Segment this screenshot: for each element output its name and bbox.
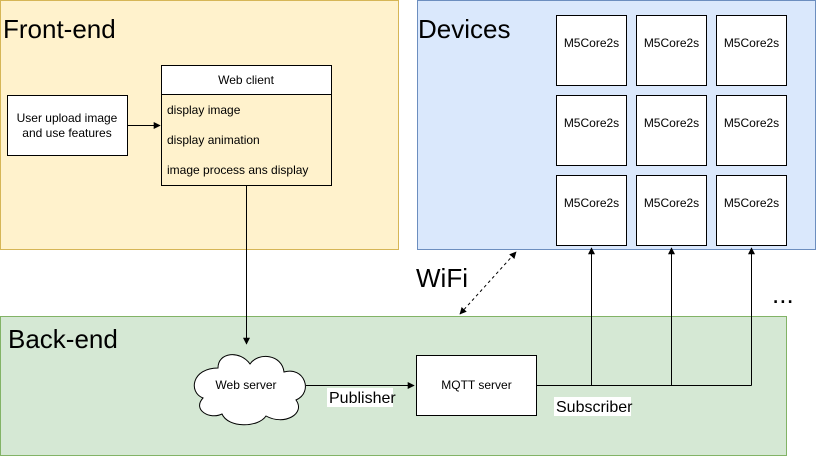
more-devices-ellipsis: ... [772, 279, 794, 309]
user-upload-box: User upload image and use features [7, 95, 128, 156]
device-label: M5Core2s [644, 116, 699, 130]
device-box: M5Core2s [716, 175, 787, 246]
web-client-item: image process ans display [167, 163, 308, 177]
web-client-header: Web client [218, 73, 274, 87]
device-label: M5Core2s [564, 36, 619, 50]
web-server-label: Web server [215, 378, 276, 392]
device-box: M5Core2s [636, 175, 707, 246]
device-label: M5Core2s [724, 196, 779, 210]
device-box: M5Core2s [716, 15, 787, 86]
device-box: M5Core2s [556, 95, 627, 166]
device-label: M5Core2s [564, 116, 619, 130]
user-box-line2: and use features [22, 126, 111, 140]
device-label: M5Core2s [644, 196, 699, 210]
wifi-link-arrow [459, 251, 517, 315]
device-label: M5Core2s [724, 36, 779, 50]
frontend-title: Front-end [3, 14, 116, 44]
device-label: M5Core2s [724, 116, 779, 130]
user-box-line1: User upload image [17, 111, 118, 125]
backend-title: Back-end [8, 324, 118, 354]
web-client-box: Web client display image display animati… [161, 65, 332, 186]
device-grid: M5Core2s M5Core2s M5Core2s M5Core2s M5Co… [556, 15, 787, 246]
device-label: M5Core2s [564, 196, 619, 210]
web-server-cloud: Web server [193, 354, 306, 426]
device-box: M5Core2s [556, 175, 627, 246]
devices-title: Devices [418, 14, 510, 44]
subscriber-links [537, 247, 755, 386]
device-box: M5Core2s [636, 15, 707, 86]
device-box: M5Core2s [636, 95, 707, 166]
device-box: M5Core2s [556, 15, 627, 86]
web-client-item: display image [167, 103, 241, 117]
wifi-label: WiFi [416, 263, 468, 293]
subscriber-label: Subscriber [556, 399, 633, 416]
mqtt-server-label: MQTT server [441, 378, 511, 392]
mqtt-server-box: MQTT server [416, 355, 537, 416]
web-client-item: display animation [167, 133, 260, 147]
publisher-label: Publisher [329, 390, 396, 407]
device-label: M5Core2s [644, 36, 699, 50]
device-box: M5Core2s [716, 95, 787, 166]
